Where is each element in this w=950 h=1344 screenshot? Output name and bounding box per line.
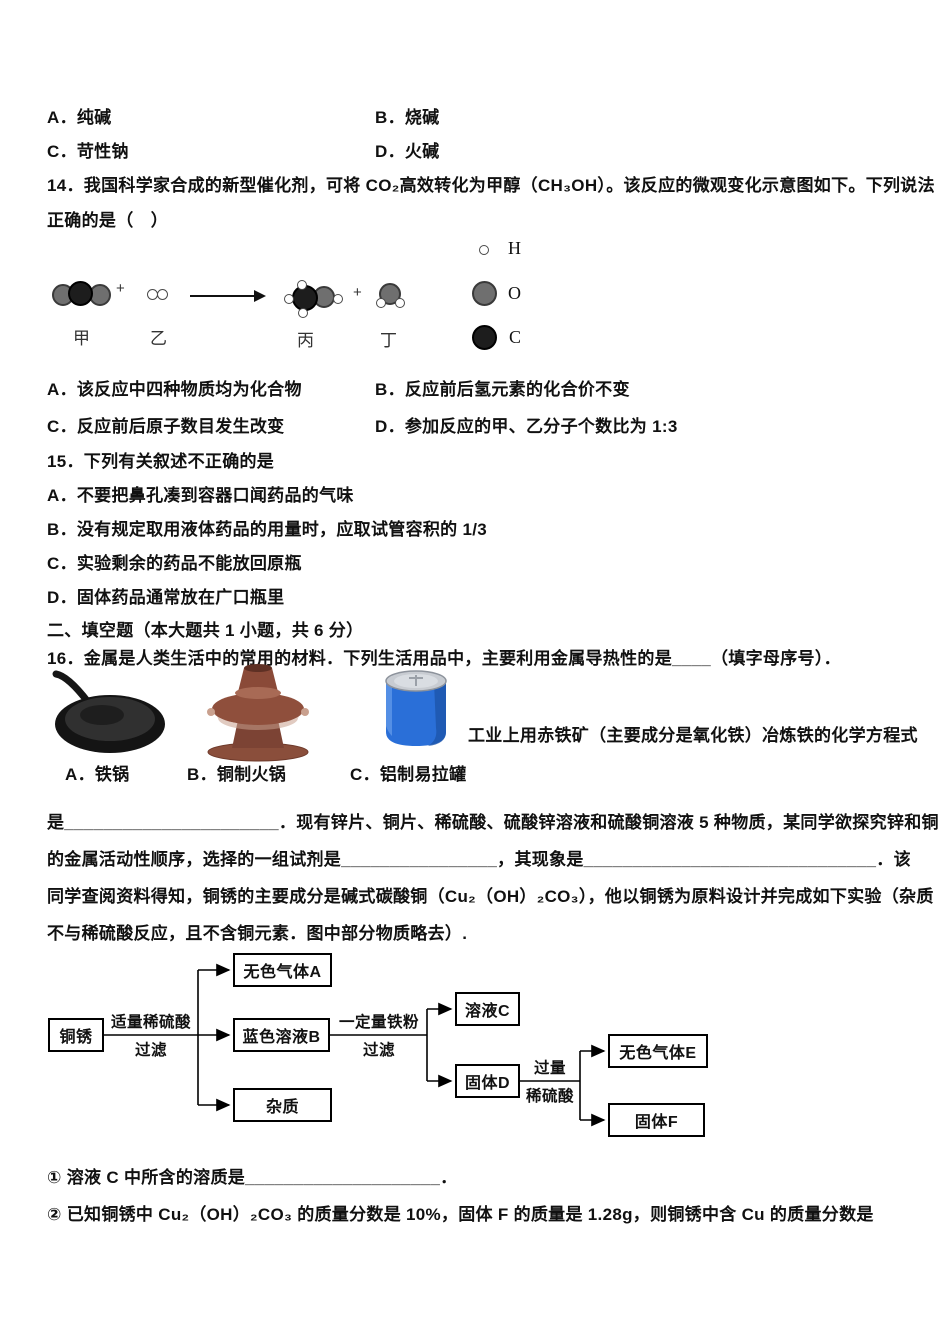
legend-o-icon [472, 281, 497, 306]
label-jia: 甲 [73, 329, 90, 348]
flow-label-step2-bottom: 过滤 [362, 1042, 395, 1059]
q16-para-line4: 不与稀硫酸反应，且不含铜元素．图中部分物质略去）. [47, 924, 468, 943]
q14-stem-line1: 14．我国科学家合成的新型催化剂，可将 CO₂高效转化为甲醇（CH₃OH）。该反… [47, 176, 935, 195]
h-atom-icon [298, 308, 308, 318]
flow-box-solid-f: 固体F [608, 1103, 705, 1137]
flow-label-step3-top: 过量 [533, 1060, 566, 1077]
flow-box-sol-b: 蓝色溶液B [233, 1018, 330, 1052]
h-atom-icon [284, 294, 294, 304]
q16-caption-a: A．铁锅 [65, 765, 130, 784]
q14-option-c: C．反应前后原子数目发生改变 [47, 417, 285, 436]
q13-option-a: A．纯碱 [47, 108, 112, 127]
flow-label-step2-top: 一定量铁粉 [338, 1014, 419, 1031]
experiment-flowchart: 铜锈 适量稀硫酸 过滤 无色气体A 蓝色溶液B 杂质 一定量铁粉 过滤 溶液C … [40, 950, 730, 1145]
q16-caption-b: B．铜制火锅 [187, 765, 287, 784]
h-atom-icon [395, 298, 405, 308]
legend-o-label: O [508, 283, 521, 303]
label-ding: 丁 [380, 331, 397, 350]
flow-box-solid-d: 固体D [455, 1064, 520, 1098]
legend-c-icon [472, 325, 497, 350]
reaction-arrow-icon [190, 290, 266, 302]
q14-stem-line2: 正确的是（ ） [47, 211, 169, 230]
q16-side-text: 工业上用赤铁矿（主要成分是氧化铁）冶炼铁的化学方程式 [468, 726, 918, 745]
flow-label-step1-bottom: 过滤 [134, 1042, 167, 1059]
h-atom-icon [297, 280, 307, 290]
q13-option-b: B．烧碱 [375, 108, 440, 127]
section2-header: 二、填空题（本大题共 1 小题，共 6 分） [47, 621, 364, 640]
flow-label-step3-bottom: 稀硫酸 [525, 1088, 574, 1105]
copper-hotpot-image [198, 660, 318, 762]
q16-sub2: ② 已知铜锈中 Cu₂（OH）₂CO₃ 的质量分数是 10%，固体 F 的质量是… [47, 1205, 874, 1224]
legend-h-label: H [508, 238, 521, 258]
plus-sign: + [353, 284, 362, 301]
q16-sub1: ① 溶液 C 中所含的溶质是____________________． [47, 1168, 458, 1187]
q15-option-d: D．固体药品通常放在广口瓶里 [47, 588, 285, 607]
q14-option-b: B．反应前后氢元素的化合价不变 [375, 380, 630, 399]
h-atom-icon [376, 298, 386, 308]
label-yi: 乙 [150, 329, 167, 348]
q16-para-line2: 的金属活动性顺序，选择的一组试剂是________________，其现象是__… [47, 850, 911, 869]
aluminum-can-image [376, 666, 458, 756]
h-atom-icon [333, 294, 343, 304]
flow-box-gas-e: 无色气体E [608, 1034, 708, 1068]
legend-h-icon [479, 245, 489, 255]
q15-stem: 15．下列有关叙述不正确的是 [47, 452, 275, 471]
q15-option-c: C．实验剩余的药品不能放回原瓶 [47, 554, 302, 573]
flow-box-sol-c: 溶液C [455, 992, 520, 1026]
h-atom-icon [157, 289, 168, 300]
label-bing: 丙 [297, 331, 314, 350]
q13-option-d: D．火碱 [375, 142, 440, 161]
q14-option-a: A．该反应中四种物质均为化合物 [47, 380, 302, 399]
flowchart-connectors [104, 963, 606, 1127]
c-atom-icon [68, 281, 93, 306]
flow-box-tongxiu: 铜锈 [48, 1018, 104, 1052]
flow-box-gas-a: 无色气体A [233, 953, 332, 987]
q16-para-line1: 是______________________．现有锌片、铜片、稀硫酸、硫酸锌溶… [47, 813, 939, 832]
q13-option-c: C．苛性钠 [47, 142, 129, 161]
q16-caption-c: C．铝制易拉罐 [350, 765, 467, 784]
q16-para-line3: 同学查阅资料得知，铜锈的主要成分是碱式碳酸铜（Cu₂（OH）₂CO₃），他以铜锈… [47, 887, 934, 906]
flow-box-zazhi: 杂质 [233, 1088, 332, 1122]
iron-wok-image [38, 668, 168, 760]
q14-option-d: D．参加反应的甲、乙分子个数比为 1:3 [375, 417, 678, 436]
legend-c-label: C [509, 327, 522, 347]
q16-stem: 16．金属是人类生活中的常用的材料．下列生活用品中，主要利用金属导热性的是___… [47, 649, 841, 668]
flow-label-step1-top: 适量稀硫酸 [110, 1014, 191, 1031]
q15-option-a: A．不要把鼻孔凑到容器口闻药品的气味 [47, 486, 354, 505]
plus-sign: + [116, 280, 125, 297]
reaction-diagram: + + 甲 乙 丙 丁 H O C [40, 236, 600, 358]
q15-option-b: B．没有规定取用液体药品的用量时，应取试管容积的 1/3 [47, 520, 488, 539]
